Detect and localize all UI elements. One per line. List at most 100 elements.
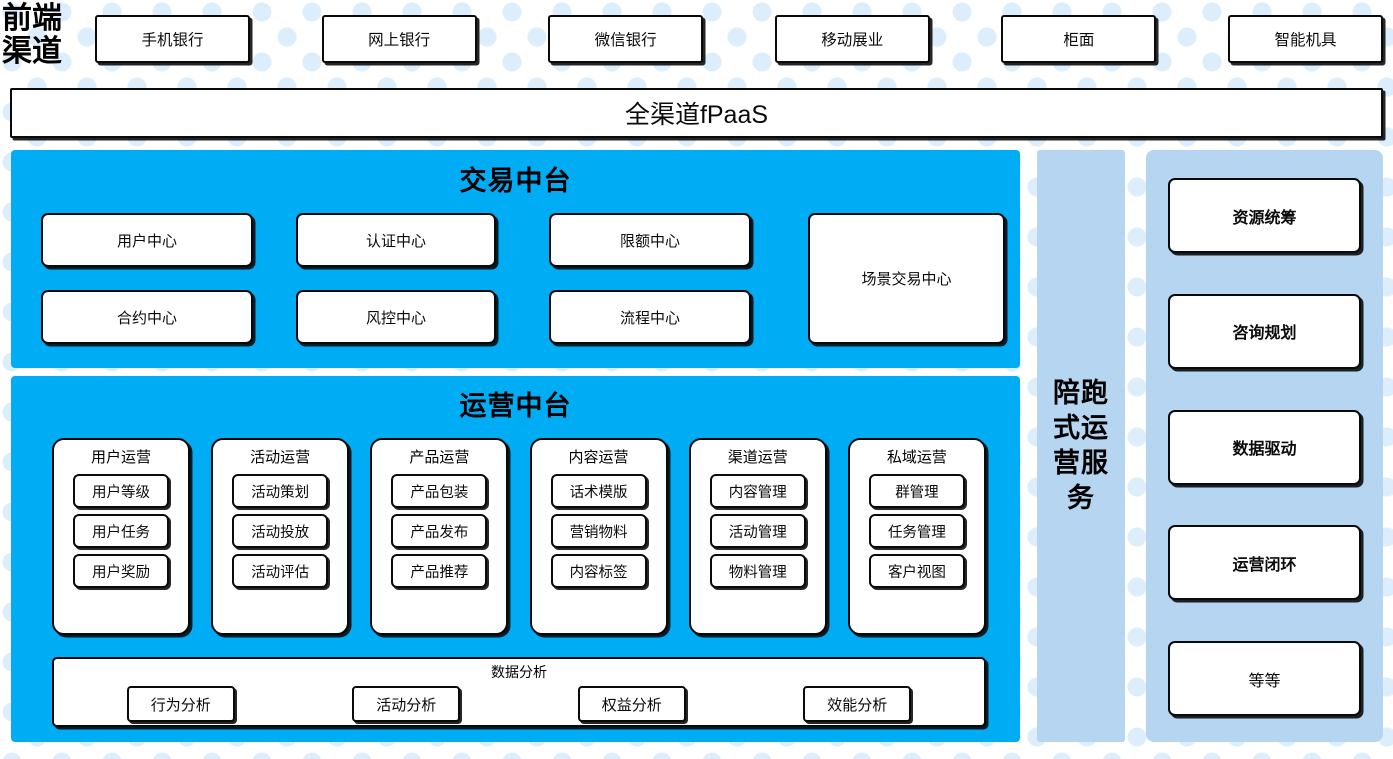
channel-box-wechat-bank[interactable]: 微信银行 [548,15,704,63]
operation-item[interactable]: 产品推荐 [391,554,488,588]
operation-item-label: 内容标签 [569,564,628,581]
operation-item[interactable]: 活动评估 [232,554,329,588]
operation-column-title: 私域运营 [886,449,947,466]
operation-item[interactable]: 活动管理 [709,514,806,548]
operation-item[interactable]: 话术模版 [550,474,647,508]
frontend-channel-label-line2: 渠道 [2,35,62,68]
operation-item-label: 产品包装 [410,484,469,501]
data-analysis-item-benefit[interactable]: 权益分析 [577,686,686,722]
capability-card-data-driven[interactable]: 数据驱动 [1168,409,1361,485]
operation-item-label: 群管理 [895,484,939,501]
operation-item-label: 产品推荐 [410,564,469,581]
trade-cell-risk-center[interactable]: 风控中心 [296,290,496,344]
trade-cell-scene-trade-center[interactable]: 场景交易中心 [808,213,1005,344]
operation-column-title: 渠道运营 [727,449,788,466]
channel-box-counter[interactable]: 柜面 [1001,15,1157,63]
frontend-channel-label-line1: 前端 [2,2,62,35]
operation-item[interactable]: 用户任务 [73,514,169,548]
data-analysis-item-label: 活动分析 [376,696,437,714]
trade-platform-panel: 交易中台 用户中心 认证中心 限额中心 合约中心 风控中心 流程中心 场景交易中… [11,150,1020,368]
operation-item[interactable]: 内容标签 [550,554,647,588]
operation-item[interactable]: 客户视图 [868,554,965,588]
capability-card-etc[interactable]: 等等 [1168,641,1361,716]
trade-cell-limit-center[interactable]: 限额中心 [549,213,751,267]
operation-item[interactable]: 任务管理 [868,514,965,548]
data-analysis-item-efficiency[interactable]: 效能分析 [803,686,912,722]
operation-item[interactable]: 群管理 [868,474,965,508]
operation-item[interactable]: 产品发布 [391,514,488,548]
operation-item-label: 用户等级 [92,484,150,501]
channel-box-smart-machine[interactable]: 智能机具 [1227,15,1383,63]
trade-platform-title: 交易中台 [459,166,572,196]
operation-column-items: 活动策划 活动投放 活动评估 [232,474,329,588]
operation-item-label: 任务管理 [887,524,946,541]
operation-item-label: 物料管理 [728,564,787,581]
trade-cell-label: 用户中心 [116,232,177,250]
trade-cell-user-center[interactable]: 用户中心 [41,213,253,267]
operation-platform-panel: 运营中台 用户运营 用户等级 用户任务 用户奖励 活动运营 活动策划 活动投放 … [11,376,1020,742]
operation-column-items: 群管理 任务管理 客户视图 [868,474,965,588]
operation-item-label: 活动投放 [251,524,310,541]
operation-item[interactable]: 用户等级 [73,474,169,508]
capability-card-closed-loop[interactable]: 运营闭环 [1168,525,1361,601]
operation-item[interactable]: 活动投放 [232,514,329,548]
capability-card-consulting[interactable]: 咨询规划 [1168,293,1361,369]
operation-item-label: 用户奖励 [92,564,150,581]
operation-item-label: 活动评估 [251,564,310,581]
operation-column-title: 活动运营 [250,449,311,466]
operation-column-items: 话术模版 营销物料 内容标签 [550,474,647,588]
operation-item[interactable]: 内容管理 [709,474,806,508]
trade-cell-contract-center[interactable]: 合约中心 [41,290,253,344]
service-column-panel: 陪跑式运营服务 [1037,150,1125,742]
operation-column-channel[interactable]: 渠道运营 内容管理 活动管理 物料管理 [688,438,827,635]
data-analysis-section: 数据分析 行为分析 活动分析 权益分析 效能分析 [52,657,986,727]
operation-item[interactable]: 用户奖励 [73,554,169,588]
frontend-channel-label: 前端 渠道 [2,2,80,68]
operation-column-content[interactable]: 内容运营 话术模版 营销物料 内容标签 [529,438,668,635]
trade-cell-label: 限额中心 [619,232,680,250]
operation-item-label: 营销物料 [569,524,628,541]
operation-item-label: 产品发布 [410,524,469,541]
trade-cell-label: 场景交易中心 [861,271,952,288]
trade-cell-label: 合约中心 [116,309,177,327]
capability-card-label: 运营闭环 [1232,556,1297,574]
data-analysis-item-label: 效能分析 [827,696,888,714]
operation-item[interactable]: 产品包装 [391,474,488,508]
operation-item[interactable]: 物料管理 [709,554,806,588]
operation-column-user[interactable]: 用户运营 用户等级 用户任务 用户奖励 [52,438,190,635]
data-analysis-row: 行为分析 活动分析 权益分析 效能分析 [54,682,984,722]
channel-label: 柜面 [1063,32,1095,49]
capability-card-label: 数据驱动 [1232,441,1297,458]
channel-box-mobile-bank[interactable]: 手机银行 [95,15,250,63]
trade-cell-auth-center[interactable]: 认证中心 [296,213,496,267]
trade-cell-process-center[interactable]: 流程中心 [549,290,751,344]
operation-item[interactable]: 营销物料 [550,514,647,548]
operation-item-label: 客户视图 [887,564,946,581]
data-analysis-item-activity[interactable]: 活动分析 [352,686,461,722]
operation-column-title: 产品运营 [409,449,470,466]
data-analysis-title: 数据分析 [491,664,547,680]
channel-label: 智能机具 [1274,32,1337,49]
operation-column-title: 内容运营 [568,449,629,466]
operation-column-product[interactable]: 产品运营 产品包装 产品发布 产品推荐 [370,438,509,635]
fpaas-label: 全渠道fPaaS [624,101,769,129]
operation-item-label: 用户任务 [92,524,150,541]
capability-card-label: 等等 [1248,672,1281,690]
channel-box-online-bank[interactable]: 网上银行 [321,15,477,63]
operation-column-row: 用户运营 用户等级 用户任务 用户奖励 活动运营 活动策划 活动投放 活动评估 … [52,438,986,635]
operation-column-title: 用户运营 [90,449,151,466]
fpaas-bar[interactable]: 全渠道fPaaS [10,88,1383,138]
operation-column-private-domain[interactable]: 私域运营 群管理 任务管理 客户视图 [847,438,986,635]
data-analysis-item-behavior[interactable]: 行为分析 [126,686,235,722]
capability-card-label: 咨询规划 [1232,325,1297,343]
capability-panel: 资源统筹 咨询规划 数据驱动 运营闭环 等等 [1146,150,1383,742]
channel-box-mobile-business[interactable]: 移动展业 [774,15,930,63]
operation-item-label: 活动管理 [728,524,787,541]
operation-item[interactable]: 活动策划 [232,474,329,508]
operation-column-activity[interactable]: 活动运营 活动策划 活动投放 活动评估 [211,438,350,635]
operation-column-items: 用户等级 用户任务 用户奖励 [73,474,169,588]
channel-label: 移动展业 [821,32,884,49]
frontend-channel-row: 手机银行 网上银行 微信银行 移动展业 柜面 智能机具 [95,15,1383,63]
capability-card-resource[interactable]: 资源统筹 [1168,178,1361,253]
data-analysis-item-label: 权益分析 [601,696,662,714]
